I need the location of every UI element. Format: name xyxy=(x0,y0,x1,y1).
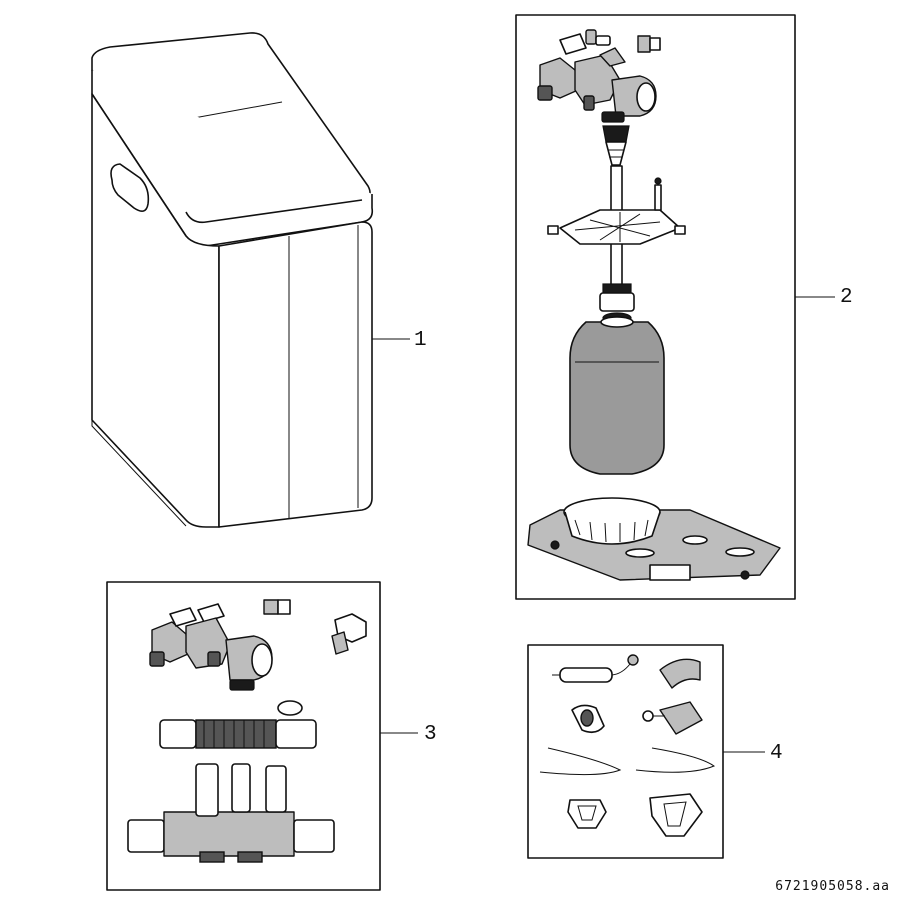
pressure-tank xyxy=(569,316,665,475)
sensor-cable xyxy=(552,654,639,683)
callout-label-1: 1 xyxy=(414,329,427,352)
flexible-hose xyxy=(159,700,317,749)
tank-base-plate xyxy=(527,497,781,581)
drain-tube-left xyxy=(539,747,622,776)
distributor-top-screen xyxy=(602,125,630,166)
drain-tube-right xyxy=(635,747,716,773)
control-valve-head-kit xyxy=(149,599,291,691)
tool-clip-small xyxy=(567,799,607,829)
tool-clip-large xyxy=(649,793,703,837)
item-3-frame xyxy=(106,581,381,891)
grommet xyxy=(571,704,605,734)
document-number: 6721905058.aa xyxy=(775,879,890,894)
callout-label-4: 4 xyxy=(770,742,783,765)
clamp-bracket xyxy=(659,658,701,689)
callout-label-2: 2 xyxy=(840,286,853,309)
elbow-fitting xyxy=(331,613,367,655)
saddle-clamp xyxy=(642,701,703,735)
water-softener-cabinet xyxy=(91,32,374,528)
riser-tube-and-float-disk xyxy=(547,165,686,287)
bypass-valve-block xyxy=(127,763,335,863)
control-valve-head xyxy=(537,29,661,123)
callout-label-3: 3 xyxy=(424,723,437,746)
item-2-frame xyxy=(515,14,796,600)
